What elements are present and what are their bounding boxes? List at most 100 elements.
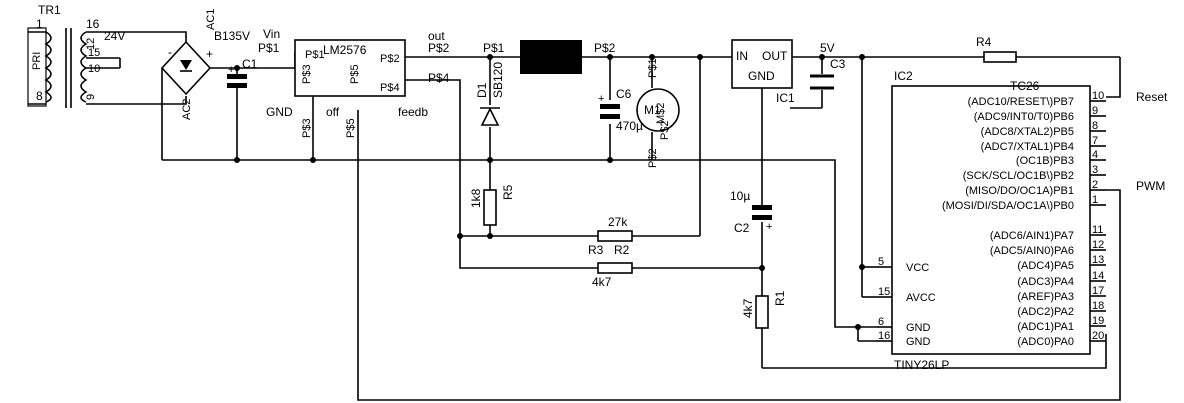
- ic2-pin-name: AVCC: [906, 292, 936, 304]
- r4-ref: R4: [976, 35, 992, 49]
- lm-gnd-label: GND: [266, 105, 293, 119]
- ic2-pin-name: (MOSI/DI/SDA/OC1A\)PB0: [942, 200, 1074, 212]
- ic2-pin-right: (ADC10/RESET\)PB7 10: [968, 90, 1106, 108]
- tr1-ref: TR1: [38, 3, 61, 17]
- m1-label-a: M$2: [655, 103, 667, 124]
- ic2-pin-right: (ADC7/XTAL1)PB4 7: [981, 135, 1106, 153]
- ic2-pin-name: (AREF)PA3: [1017, 291, 1074, 303]
- ic2-pin-right: (MOSI/DI/SDA/OC1A\)PB0 1: [942, 194, 1106, 212]
- regulator-lm2576: LM2576 P$1 P$2 P$3 P$5 P$4 Vin P$1 out P…: [258, 27, 450, 138]
- pin-10: 10: [88, 63, 100, 75]
- r3-value: 4k7: [592, 275, 612, 289]
- ic1-ref: IC1: [776, 91, 795, 105]
- resistor-r3: R3 4k7: [588, 243, 633, 289]
- bridge-minus: -: [168, 45, 172, 59]
- ic2-pin-name: (ADC1)PA1: [1017, 321, 1074, 333]
- lm-pin2: P$2: [380, 53, 400, 65]
- transformer-tr1: TR1 PRI 1 8 16 12 15 10 9 24V: [27, 3, 125, 108]
- capacitor-c1: + C1: [227, 57, 258, 88]
- lm-ext-p2: P$2: [428, 41, 450, 55]
- diode-d1: D1 SB120: [475, 62, 505, 126]
- r1-ref: R1: [773, 290, 787, 306]
- lm-ext-p1: P$1: [258, 41, 280, 55]
- ic2-pin-number: 20: [1092, 330, 1104, 342]
- ic2-pin-name: (ADC6/AIN1)PA7: [990, 230, 1074, 242]
- lm-ext-p4: P$4: [428, 71, 450, 85]
- ic2-pin-right: (MISO/DO/OC1A)PB1 2: [965, 179, 1106, 197]
- ic2-pin-name: (ADC5/AIN0)PA6: [990, 245, 1074, 257]
- c3-ref: C3: [830, 57, 846, 71]
- ic2-pin-right: (ADC0)PA0 20: [1017, 330, 1106, 348]
- r5-ref: R5: [501, 184, 515, 200]
- pin-15: 15: [88, 47, 100, 59]
- pin-12: 12: [85, 38, 97, 50]
- ic2-pin-number: 7: [1092, 135, 1098, 147]
- primary-winding: [27, 27, 47, 107]
- capacitor-c6: + C6 470µ: [598, 87, 643, 133]
- bridge-ref: B135V: [214, 29, 250, 43]
- pin-1: 1: [36, 17, 43, 31]
- lm-ext-p3: P$3: [301, 118, 313, 138]
- pin-9: 9: [85, 94, 97, 100]
- ic2-pin-name: (MISO/DO/OC1A)PB1: [965, 185, 1074, 197]
- ic2-pin-name: (ADC9/INT0/T0)PB6: [974, 111, 1074, 123]
- rail-5v: 5V: [820, 41, 835, 55]
- lm-pin3: P$3: [301, 64, 313, 84]
- secondary-voltage: 24V: [104, 29, 125, 43]
- junctions: [234, 54, 865, 330]
- ic2-pin-number: 1: [1092, 194, 1098, 206]
- ic2-pin-number: 12: [1092, 239, 1104, 251]
- ic1-gnd: GND: [748, 69, 775, 83]
- c6-value: 470µ: [616, 119, 643, 133]
- r1-value: 4k7: [741, 298, 755, 318]
- lm2576-part: LM2576: [323, 43, 367, 57]
- ic2-pin-number: 16: [878, 330, 890, 342]
- ic2-pin-name: (ADC7/XTAL1)PB4: [981, 141, 1074, 153]
- ic2-pin-number: 4: [1092, 149, 1098, 161]
- bridge-plus: +: [206, 47, 213, 61]
- ic2-pin-number: 10: [1092, 90, 1104, 102]
- ic2-pin-number: 19: [1092, 315, 1104, 327]
- m1-ref: M1: [644, 103, 661, 117]
- m1-pin1: P$1: [647, 58, 659, 78]
- r2-ref: R2: [614, 243, 630, 257]
- inductor-p2: P$2: [594, 41, 616, 55]
- lm-pin1: P$1: [305, 49, 325, 61]
- lm-feedb-label: feedb: [398, 105, 428, 119]
- lm-pin4: P$4: [380, 82, 400, 94]
- lm-vin-label: Vin: [263, 27, 280, 41]
- ic2-pin-name: (ADC10/RESET\)PB7: [968, 96, 1074, 108]
- bridge-ac1: AC1: [205, 9, 217, 30]
- ic2-pin-number: 2: [1092, 179, 1098, 191]
- r3-ref: R3: [588, 243, 604, 257]
- m1-label-b: P$2: [659, 120, 671, 140]
- inductor-p1: P$1: [483, 41, 505, 55]
- resistor-r1: 4k7 R1: [741, 290, 787, 329]
- resistor-r5: 1k8 R5: [469, 184, 515, 226]
- ic2-pin-name: (ADC3)PA4: [1017, 276, 1074, 288]
- ic2-ref: IC2: [894, 69, 913, 83]
- inductor-l1: P$1 P$2: [483, 40, 616, 74]
- ic2-pin-name: (ADC0)PA0: [1017, 336, 1074, 348]
- c2-value: 10µ: [730, 189, 750, 203]
- c6-ref: C6: [616, 87, 632, 101]
- ic2-pin-number: 6: [878, 316, 884, 328]
- motor-m1: M1 M$2 P$1 P$2 P$2: [636, 58, 680, 168]
- pin-16: 16: [86, 17, 100, 31]
- primary-label: PRI: [31, 52, 43, 70]
- ic2-pin-number: 3: [1092, 164, 1098, 176]
- ic2-pin-number: 8: [1092, 120, 1098, 132]
- ic2-pin-right: (ADC5/AIN0)PA6 12: [990, 239, 1106, 257]
- ic2-pin-number: 18: [1092, 300, 1104, 312]
- ic2-part: TINY26LP: [894, 358, 949, 372]
